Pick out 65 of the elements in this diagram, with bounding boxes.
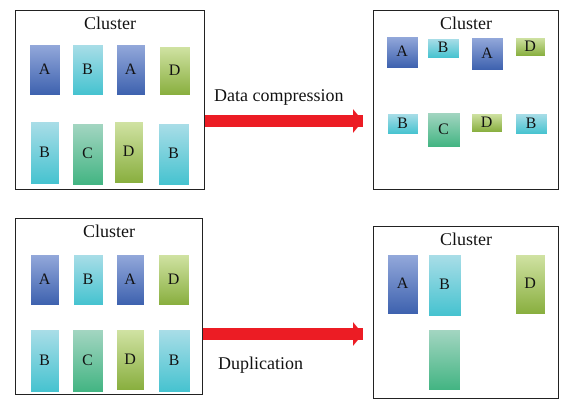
cluster-box xyxy=(373,226,559,399)
cluster-box xyxy=(15,10,205,190)
data-block xyxy=(116,330,144,390)
data-block xyxy=(516,114,546,134)
data-block xyxy=(30,330,58,392)
data-block xyxy=(116,254,144,304)
block-letter: B xyxy=(397,116,408,132)
data-block xyxy=(72,330,102,392)
data-block xyxy=(72,44,102,94)
block-letter: A xyxy=(396,276,408,292)
block-letter: D xyxy=(168,272,180,288)
data-block xyxy=(428,330,460,390)
block-letter: D xyxy=(524,38,536,54)
data-block xyxy=(158,124,188,184)
block-letter: D xyxy=(480,114,492,130)
data-block xyxy=(472,114,502,132)
data-block xyxy=(428,112,460,146)
data-block xyxy=(30,122,58,184)
data-block xyxy=(388,254,418,314)
arrow xyxy=(205,109,363,133)
data-block xyxy=(160,46,190,94)
cluster-title: Cluster xyxy=(84,12,136,34)
data-block xyxy=(472,38,502,70)
cluster-box xyxy=(15,218,203,395)
data-block xyxy=(516,254,544,314)
data-block xyxy=(158,330,190,392)
block-letter: D xyxy=(122,144,134,160)
block-letter: C xyxy=(82,146,93,162)
data-block xyxy=(74,254,102,304)
block-letter: A xyxy=(396,44,408,60)
block-letter: B xyxy=(526,116,536,132)
data-block xyxy=(388,114,418,134)
arrow xyxy=(203,322,363,346)
block-letter: B xyxy=(438,40,448,56)
data-block xyxy=(516,38,544,56)
cluster-title: Cluster xyxy=(440,228,492,250)
cluster-title: Cluster xyxy=(83,220,135,242)
data-block xyxy=(158,254,188,304)
block-letter: B xyxy=(439,277,450,293)
block-letter: B xyxy=(82,62,93,78)
data-block xyxy=(386,36,418,68)
data-block xyxy=(428,254,460,316)
block-letter: A xyxy=(38,62,50,78)
cluster-title: Cluster xyxy=(440,12,492,34)
block-letter: B xyxy=(168,146,179,162)
block-letter: B xyxy=(39,352,50,368)
block-letter: D xyxy=(168,62,180,78)
block-letter: B xyxy=(82,272,94,288)
block-letter: D xyxy=(124,352,136,368)
block-letter: C xyxy=(438,122,449,138)
data-block xyxy=(114,122,142,182)
data-block xyxy=(30,254,58,304)
block-letter: A xyxy=(124,62,136,78)
data-block xyxy=(428,38,458,58)
block-letter: B xyxy=(39,144,50,160)
block-letter: A xyxy=(38,272,50,288)
data-block xyxy=(30,44,60,94)
data-block xyxy=(72,124,102,184)
block-letter: A xyxy=(124,272,136,288)
block-letter: C xyxy=(82,352,93,368)
data-block xyxy=(116,44,144,94)
block-letter: D xyxy=(524,276,536,292)
cluster-box xyxy=(373,10,559,190)
block-letter: B xyxy=(168,352,180,368)
block-letter: A xyxy=(481,46,493,62)
